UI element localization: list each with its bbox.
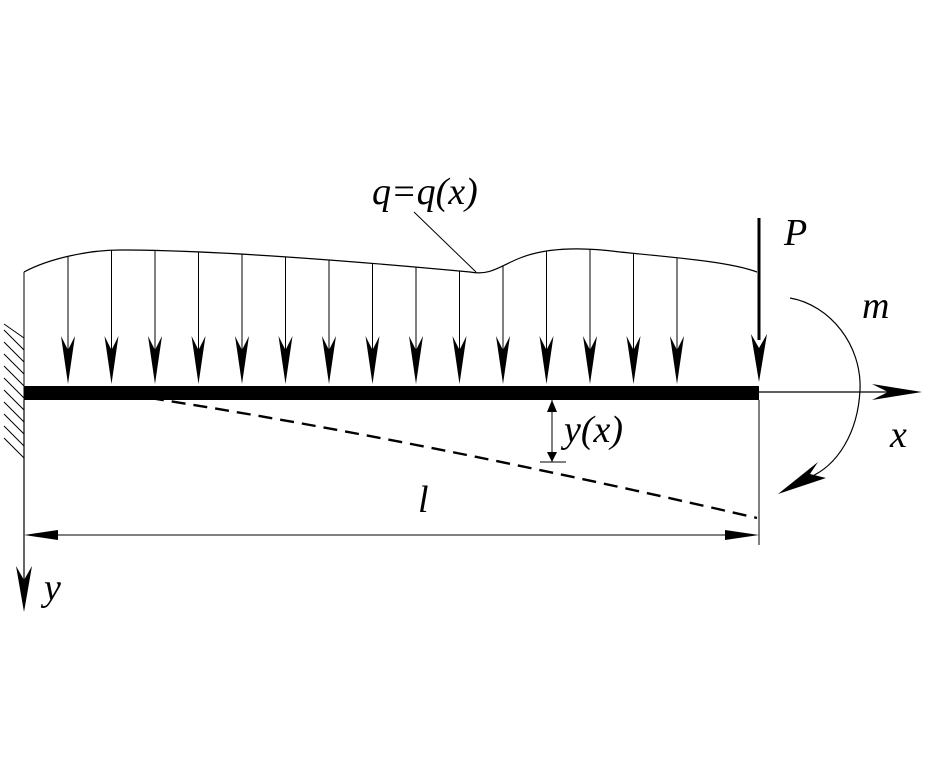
- load-arrow: [539, 251, 554, 384]
- load-leader-line: [413, 211, 477, 273]
- load-arrow: [365, 263, 380, 384]
- length-dimension: [24, 400, 760, 545]
- fixed-support-hatching: [3, 272, 25, 460]
- load-arrow: [583, 249, 597, 384]
- load-arrow: [626, 253, 641, 384]
- load-arrow: [452, 271, 467, 384]
- moment-arrow: [778, 297, 861, 494]
- y-axis: [16, 400, 32, 612]
- load-curve: [23, 248, 758, 274]
- load-arrow: [191, 251, 206, 384]
- length-label: l: [418, 479, 429, 521]
- deflection-label: y(x): [560, 409, 623, 451]
- load-arrow: [409, 267, 423, 384]
- load-arrows: [61, 249, 684, 384]
- x-axis-label: x: [889, 414, 907, 456]
- load-label: q=q(x): [372, 171, 478, 213]
- load-arrow: [104, 250, 119, 384]
- force-label: P: [783, 212, 807, 254]
- beam: [24, 386, 759, 400]
- load-arrow: [496, 265, 510, 384]
- moment-label: m: [862, 285, 889, 327]
- load-arrow: [670, 257, 684, 384]
- load-arrow: [322, 259, 336, 384]
- x-axis: [759, 384, 922, 400]
- load-arrow: [148, 250, 162, 384]
- load-arrow: [278, 256, 293, 384]
- deflection-curve: [149, 396, 758, 520]
- deflection-dimension: [540, 400, 566, 463]
- y-axis-label: y: [40, 567, 61, 609]
- load-arrow: [235, 254, 249, 384]
- load-arrow: [61, 256, 75, 384]
- point-force-arrow: [751, 218, 767, 382]
